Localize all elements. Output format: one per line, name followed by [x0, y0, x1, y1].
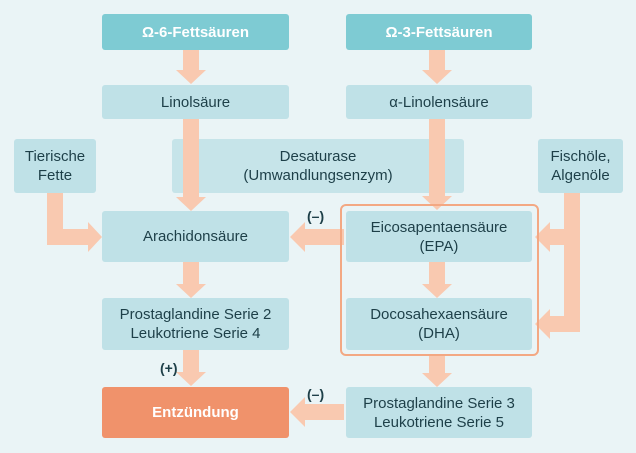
inhibit-entzuendung-label: (–) — [307, 386, 325, 402]
omega3-box: Ω-3-Fettsäuren — [346, 14, 532, 50]
arrow-prostaglandine3-to-entzuendung — [290, 397, 344, 427]
arrow-dha-to-prostaglandine3 — [422, 355, 452, 387]
arrow-tierische-fette-to-arachidonsaeure — [47, 193, 102, 252]
entzuendung-box: Entzündung — [102, 387, 289, 438]
desaturase-box: Desaturase (Umwandlungsenzym) — [172, 139, 464, 193]
arrow-fischoele-to-epa — [535, 193, 580, 252]
dha-box: Docosahexaensäure (DHA) — [346, 298, 532, 350]
epa-dha-group — [340, 204, 539, 356]
arrow-omega6-to-linolsaeure — [176, 50, 206, 84]
arrow-epa-to-arachidonsaeure — [290, 222, 344, 252]
arrow-prostaglandine2-to-entzuendung — [176, 350, 206, 386]
prostaglandine-3-box: Prostaglandine Serie 3 Leukotriene Serie… — [346, 387, 532, 438]
inhibit-arachidon-label: (–) — [307, 208, 325, 224]
omega6-box: Ω-6-Fettsäuren — [102, 14, 289, 50]
arrow-epa-to-dha — [422, 262, 452, 298]
alpha-linolensaeure-box: α-Linolensäure — [346, 85, 532, 119]
arrachidonsaeure-box: Arachidonsäure — [102, 211, 289, 262]
arrow-arachidonsaeure-to-prostaglandine2 — [176, 262, 206, 298]
linolsaeure-box: Linolsäure — [102, 85, 289, 119]
arrow-alpha-overlay — [429, 139, 445, 193]
arrow-omega3-to-alpha — [422, 50, 452, 84]
arrow-fischoele-to-dha — [535, 245, 580, 339]
arrow-linolsaeure-overlay — [183, 139, 199, 193]
tierische-fette-box: Tierische Fette — [14, 139, 96, 193]
promote-entzuendung-label: (+) — [160, 360, 178, 376]
epa-box: Eicosapentaensäure (EPA) — [346, 211, 532, 262]
fischoele-box: Fischöle, Algenöle — [538, 139, 623, 193]
prostaglandine-2-box: Prostaglandine Serie 2 Leukotriene Serie… — [102, 298, 289, 350]
